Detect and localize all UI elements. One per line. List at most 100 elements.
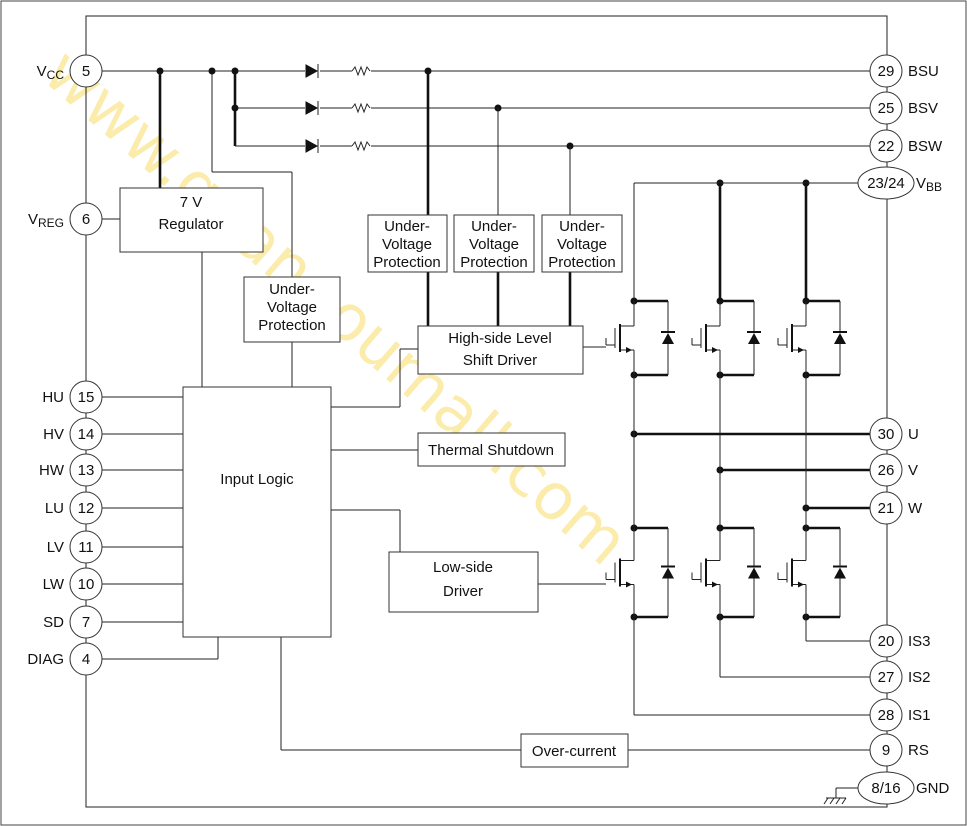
regulator-block: 7 V Regulator	[119, 187, 264, 253]
pin-8-16: 8/16 GND	[857, 771, 950, 805]
igbt-low-side-3	[777, 526, 847, 619]
uvp-bus-wires	[426, 71, 572, 326]
pin-label: VCC	[37, 63, 65, 82]
uvp-block-u: Under- Voltage Protection	[367, 214, 448, 273]
svg-text:7 V: 7 V	[180, 194, 203, 211]
pin-13: 13 HW	[39, 453, 103, 487]
svg-text:Under-: Under-	[384, 218, 430, 235]
svg-text:Regulator: Regulator	[158, 216, 223, 233]
pin-28: 28 IS1	[869, 698, 931, 732]
pin-label: LV	[47, 539, 64, 556]
pin-number: 23/24	[867, 175, 905, 192]
pin-22: 22 BSW	[869, 129, 943, 163]
pin-number: 20	[878, 633, 895, 650]
pin-25: 25 BSV	[869, 91, 938, 125]
svg-text:Input Logic: Input Logic	[220, 471, 294, 488]
svg-text:Voltage: Voltage	[469, 236, 519, 253]
svg-text:Over-current: Over-current	[532, 743, 617, 760]
pin-23-24: 23/24 VBB	[857, 166, 942, 200]
pin-number: 26	[878, 462, 895, 479]
svg-text:Voltage: Voltage	[267, 299, 317, 316]
bootstrap-diode-icon	[305, 64, 319, 153]
igbt-high-side-1	[605, 299, 675, 377]
over-current-block: Over-current	[520, 733, 629, 768]
pin-7: 7 SD	[43, 605, 103, 639]
pin-number: 25	[878, 100, 895, 117]
pin-label: IS1	[908, 707, 931, 724]
uvp-block-w: Under- Voltage Protection	[541, 214, 623, 273]
pin-5: 5 VCC	[37, 54, 103, 88]
pin-number: 15	[78, 389, 95, 406]
pin-12: 12 LU	[45, 491, 103, 525]
pin-label: BSW	[908, 138, 943, 155]
svg-text:Protection: Protection	[258, 317, 326, 334]
pin-20: 20 IS3	[869, 624, 931, 658]
uvp-block-v: Under- Voltage Protection	[453, 214, 535, 273]
svg-text:Voltage: Voltage	[382, 236, 432, 253]
svg-text:High-side Level: High-side Level	[448, 330, 551, 347]
pin-29: 29 BSU	[869, 54, 939, 88]
ground-icon	[823, 787, 858, 805]
left-pins: 5VCC6VREG15HU14HV13HW12LU11LV10LW7SD4DIA…	[27, 54, 103, 676]
svg-text:Shift Driver: Shift Driver	[463, 352, 537, 369]
pin-label: SD	[43, 614, 64, 631]
svg-text:Protection: Protection	[373, 254, 441, 271]
pin-number: 29	[878, 63, 895, 80]
pin-label: HV	[43, 426, 64, 443]
pin-label: VBB	[916, 175, 942, 194]
igbt-low-side-2	[691, 526, 761, 619]
svg-text:Under-: Under-	[269, 281, 315, 298]
pin-number: 12	[78, 500, 95, 517]
pin-label: BSV	[908, 100, 938, 117]
igbt-high-side-2	[691, 299, 761, 377]
vcc-rail	[102, 70, 870, 277]
pin-number: 9	[882, 742, 890, 759]
pin-label: GND	[916, 780, 950, 797]
pin-number: 28	[878, 707, 895, 724]
pin-26: 26 V	[869, 453, 918, 487]
igbt-low-side-1	[605, 526, 675, 619]
pin-number: 8/16	[871, 780, 900, 797]
pin-number: 5	[82, 63, 90, 80]
svg-text:Voltage: Voltage	[557, 236, 607, 253]
pin-number: 4	[82, 651, 90, 668]
svg-text:Protection: Protection	[548, 254, 616, 271]
pin-label: VREG	[28, 211, 64, 230]
svg-text:Low-side: Low-side	[433, 559, 493, 576]
pin-number: 7	[82, 614, 90, 631]
pin-number: 30	[878, 426, 895, 443]
pin-label: IS3	[908, 633, 931, 650]
pin-number: 13	[78, 462, 95, 479]
svg-text:Driver: Driver	[443, 583, 483, 600]
pin-label: RS	[908, 742, 929, 759]
pin-label: LU	[45, 500, 64, 517]
pin-11: 11 LV	[47, 530, 103, 564]
pin-label: V	[908, 462, 918, 479]
svg-text:Thermal Shutdown: Thermal Shutdown	[428, 442, 554, 459]
pin-number: 6	[82, 211, 90, 228]
left-pin-wires	[102, 218, 293, 660]
pin-label: HW	[39, 462, 65, 479]
pin-number: 11	[78, 539, 94, 556]
pin-label: BSU	[908, 63, 939, 80]
pin-label: HU	[42, 389, 64, 406]
pin-number: 22	[878, 138, 895, 155]
pin-number: 10	[78, 576, 95, 593]
pin-15: 15 HU	[42, 380, 103, 414]
pin-number: 27	[878, 669, 895, 686]
pin-number: 14	[78, 426, 95, 443]
power-switches	[605, 299, 847, 619]
power-stage-wires	[633, 182, 870, 716]
igbt-high-side-3	[777, 299, 847, 377]
logic-wires	[280, 346, 870, 751]
pin-label: IS2	[908, 669, 931, 686]
uvp-block-vcc: Under- Voltage Protection	[243, 276, 341, 343]
svg-text:Under-: Under-	[471, 218, 517, 235]
pin-9: 9 RS	[869, 733, 929, 767]
